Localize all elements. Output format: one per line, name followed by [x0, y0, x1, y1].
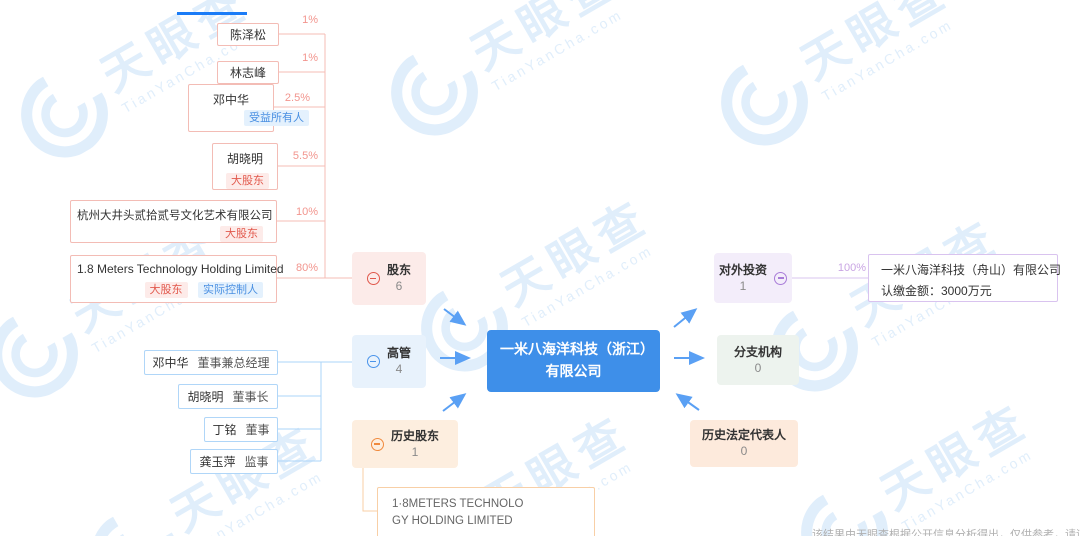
share-percent-label: 1%	[302, 52, 318, 64]
executive-name: 胡晓明	[187, 390, 224, 404]
node-label: 股东	[386, 263, 411, 277]
node-label: 历史股东	[390, 428, 439, 443]
executives-node[interactable]: 高管 4	[352, 335, 426, 388]
shareholder-name: 林志峰	[229, 66, 266, 80]
executive-title: 董事	[245, 423, 270, 437]
shareholder-name: 1.8 Meters Technology Holding Limited	[77, 262, 284, 276]
shareholder-box[interactable]: 林志峰	[217, 61, 279, 84]
shareholder-box[interactable]: 胡晓明 大股东	[212, 143, 278, 190]
executive-name: 龚玉萍	[199, 455, 236, 469]
company-node[interactable]: 一米八海洋科技（浙江）有限公司	[487, 330, 660, 392]
top-accent-line	[177, 12, 247, 15]
investment-company-name: 一米八海洋科技（舟山）有限公司	[881, 263, 1062, 277]
disclaimer-text: 该结果由天眼查根据公开信息分析得出，仅供参考，请谨慎用于商业用途	[812, 529, 1080, 536]
shareholders-node[interactable]: 股东 6	[352, 252, 426, 305]
share-percent-label: 80%	[295, 262, 318, 274]
node-count: 1	[739, 278, 747, 293]
investment-box[interactable]: 一米八海洋科技（舟山）有限公司 认缴金额：3000万元	[868, 254, 1062, 302]
actual-controller-tag: 实际控制人	[198, 282, 263, 298]
collapse-minus-icon[interactable]	[366, 355, 380, 368]
history-shareholders-node[interactable]: 历史股东 1	[352, 420, 458, 468]
shareholder-name: 胡晓明	[226, 152, 263, 166]
shareholder-box[interactable]: 杭州大井头贰拾贰号文化艺术有限公司 大股东	[70, 200, 277, 243]
node-label: 历史法定代表人	[701, 428, 786, 442]
share-percent-label: 2.5%	[284, 92, 310, 104]
executive-box[interactable]: 胡晓明 董事长	[178, 384, 278, 409]
node-count: 4	[395, 362, 403, 376]
shareholder-name: 陈泽松	[229, 28, 266, 42]
company-name: 一米八海洋科技（浙江）有限公司	[500, 341, 647, 379]
executive-name: 丁铭	[212, 423, 237, 437]
share-percent-label: 1%	[302, 14, 318, 26]
investment-percent-label: 100%	[837, 262, 866, 274]
executive-box[interactable]: 丁铭 董事	[204, 417, 278, 442]
executive-box[interactable]: 龚玉萍 监事	[190, 449, 278, 474]
history-shareholder-name-line2: GY HOLDING LIMITED	[392, 515, 513, 528]
history-shareholder-name-line1: 1·8METERS TECHNOLO	[392, 498, 524, 510]
node-label: 高管	[386, 346, 411, 360]
collapse-minus-icon[interactable]	[774, 271, 787, 285]
shareholder-box[interactable]: 1.8 Meters Technology Holding Limited 大股…	[70, 255, 284, 303]
investments-node[interactable]: 对外投资 1	[714, 253, 792, 303]
shareholder-name: 杭州大井头贰拾贰号文化艺术有限公司	[77, 210, 273, 222]
executive-title: 监事	[244, 455, 269, 469]
node-count: 0	[740, 444, 748, 458]
beneficial-owner-tag: 受益所有人	[244, 110, 309, 126]
investment-amount: 认缴金额：3000万元	[881, 284, 992, 298]
node-label: 对外投资	[718, 262, 767, 277]
node-count: 0	[754, 360, 762, 375]
shareholder-box[interactable]: 邓中华 受益所有人	[188, 84, 309, 132]
executive-title: 董事长	[232, 390, 269, 404]
collapse-minus-icon[interactable]	[370, 437, 384, 451]
executive-name: 邓中华	[152, 356, 189, 370]
node-count: 1	[411, 444, 419, 459]
history-legal-rep-node[interactable]: 历史法定代表人 0	[690, 420, 798, 467]
node-count: 6	[395, 279, 403, 293]
executive-box[interactable]: 邓中华 董事兼总经理	[144, 350, 278, 375]
share-percent-label: 10%	[295, 206, 318, 218]
major-shareholder-tag: 大股东	[220, 226, 263, 242]
share-percent-label: 5.5%	[292, 150, 318, 162]
branches-node[interactable]: 分支机构 0	[717, 335, 799, 385]
major-shareholder-tag: 大股东	[144, 282, 188, 298]
shareholder-box[interactable]: 陈泽松	[217, 23, 279, 46]
collapse-minus-icon[interactable]	[366, 272, 380, 285]
shareholder-name: 邓中华	[212, 93, 249, 107]
executive-title: 董事兼总经理	[197, 356, 270, 370]
node-label: 分支机构	[733, 344, 782, 359]
history-shareholder-box[interactable]: 1·8METERS TECHNOLO GY HOLDING LIMITED	[377, 487, 595, 536]
major-shareholder-tag: 大股东	[226, 173, 269, 189]
